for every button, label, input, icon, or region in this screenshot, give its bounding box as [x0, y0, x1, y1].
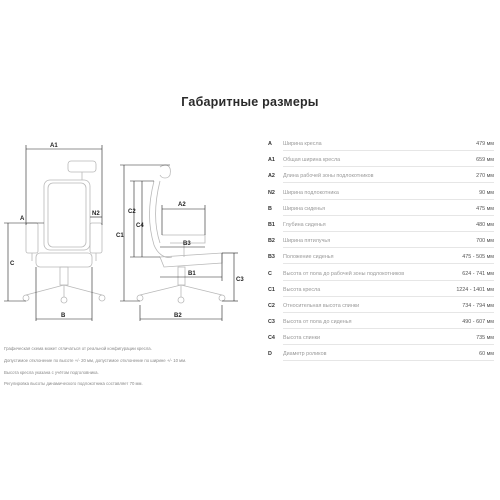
spec-row: A2 Длина рабочей зоны подлокотников 270 мм: [262, 173, 494, 189]
spec-label: Ширина пятилучья: [283, 238, 331, 245]
spec-leader-line: [283, 328, 494, 330]
spec-code: B1: [268, 221, 275, 228]
spec-row: C1 Высота кресла 1224 - 1401 мм: [262, 287, 494, 303]
spec-row: A Ширина кресла 479 мм: [262, 141, 494, 157]
spec-code: B: [268, 205, 272, 212]
spec-code: C4: [268, 335, 275, 342]
spec-row: C4 Высота спинки 735 мм: [262, 335, 494, 351]
spec-row: B2 Ширина пятилучья 700 мм: [262, 238, 494, 254]
label-b2: B2: [174, 313, 182, 319]
spec-label: Положение сиденья: [283, 254, 334, 261]
spec-leader-line: [283, 279, 494, 281]
spec-leader-line: [283, 150, 494, 151]
spec-row: C Высота от пола до рабочей зоны подлокот…: [262, 271, 494, 287]
dimension-labels: A1 N2 A C B C2 C4 C1 A2 B3 B1 C3 B2: [10, 143, 244, 319]
spec-leader-line: [283, 230, 494, 232]
label-b1: B1: [188, 271, 196, 277]
spec-row: B Ширина сиденья 475 мм: [262, 206, 494, 222]
spec-row: B1 Глубина сиденья 480 мм: [262, 222, 494, 238]
spec-value: 475 - 505 мм: [462, 254, 494, 261]
note: Допустимое отклонение по высоте +/- 20 м…: [4, 357, 187, 363]
spec-value: 1224 - 1401 мм: [456, 286, 494, 293]
spec-code: A1: [268, 157, 275, 164]
note: Высота кресла указана с учётом подголовн…: [4, 369, 99, 375]
note: Регулировка высоты динамического подлоко…: [4, 381, 143, 387]
dimensions-diagram: A1 N2 A C B C2 C4 C1 A2 B3 B1 C3 B2: [4, 143, 244, 321]
spec-value: 479 мм: [476, 141, 494, 147]
spec-value: 735 мм: [476, 335, 494, 342]
spec-value: 90 мм: [479, 189, 494, 196]
spec-code: A2: [268, 173, 275, 180]
spec-code: C1: [268, 286, 275, 293]
spec-value: 734 - 794 мм: [462, 302, 494, 309]
notes: Графическая схема может отличаться от ре…: [4, 346, 244, 393]
spec-row: N2 Ширина подлокотника 90 мм: [262, 190, 494, 206]
label-c3: C3: [236, 277, 244, 283]
spec-code: C: [268, 270, 272, 277]
spec-code: C3: [268, 319, 275, 326]
label-c: C: [10, 261, 15, 267]
spec-leader-line: [283, 247, 494, 249]
label-c2: C2: [128, 209, 136, 215]
side-view-chair: [136, 164, 226, 304]
spec-leader-line: [283, 295, 494, 297]
spec-value: 270 мм: [476, 173, 494, 180]
page-title: Габаритные размеры: [181, 95, 319, 109]
spec-code: B3: [268, 254, 275, 261]
label-b3: B3: [183, 241, 191, 247]
spec-code: C2: [268, 302, 275, 309]
spec-label: Глубина сиденья: [283, 221, 326, 228]
spec-leader-line: [283, 198, 494, 200]
spec-row: C2 Относительная высота спинки 734 - 794 м…: [262, 303, 494, 319]
spec-value: 480 мм: [476, 221, 494, 228]
label-a1: A1: [50, 143, 58, 149]
spec-row: B3 Положение сиденья 475 - 505 мм: [262, 254, 494, 270]
spec-label: Ширина кресла: [283, 141, 322, 147]
spec-label: Высота от пола до рабочей зоны подлокотн…: [283, 270, 405, 277]
spec-value: 60 мм: [479, 351, 494, 358]
label-a: A: [20, 216, 25, 222]
spec-value: 475 мм: [476, 205, 494, 212]
spec-code: D: [268, 351, 272, 358]
spec-label: Высота спинки: [283, 335, 320, 342]
spec-value: 659 мм: [476, 157, 494, 164]
label-c1: C1: [116, 233, 124, 239]
spec-label: Диаметр роликов: [283, 351, 327, 358]
spec-leader-line: [283, 344, 494, 346]
spec-leader-line: [283, 182, 494, 184]
label-n2: N2: [92, 211, 100, 217]
spec-label: Ширина сиденья: [283, 205, 325, 212]
spec-value: 624 - 741 мм: [462, 270, 494, 277]
spec-code: N2: [268, 189, 275, 196]
spec-code: A: [268, 141, 272, 147]
spec-label: Ширина подлокотника: [283, 189, 339, 196]
specs-table: A Ширина кресла 479 мм A1 Общая ширина крес…: [262, 141, 494, 368]
spec-leader-line: [283, 360, 494, 362]
label-b: B: [61, 313, 66, 319]
spec-label: Высота кресла: [283, 286, 321, 293]
spec-leader-line: [283, 263, 494, 265]
spec-label: Общая ширина кресла: [283, 157, 341, 164]
spec-leader-line: [283, 166, 494, 168]
front-view-chair: [22, 160, 106, 304]
spec-label: Относительная высота спинки: [283, 302, 360, 309]
spec-leader-line: [283, 214, 494, 216]
spec-label: Длина рабочей зоны подлокотников: [283, 173, 374, 180]
spec-row: A1 Общая ширина кресла 659 мм: [262, 157, 494, 173]
note: Графическая схема может отличаться от ре…: [4, 346, 152, 351]
spec-value: 700 мм: [476, 238, 494, 245]
label-a2: A2: [178, 202, 186, 208]
spec-row: D Диаметр роликов 60 мм: [262, 351, 494, 367]
spec-value: 490 - 607 мм: [462, 319, 494, 326]
spec-row: C3 Высота от пола до сиденья 490 - 607 мм: [262, 319, 494, 335]
dimension-lines: [4, 145, 238, 321]
spec-code: B2: [268, 238, 275, 245]
spec-leader-line: [283, 311, 494, 313]
label-c4: C4: [136, 223, 144, 229]
spec-label: Высота от пола до сиденья: [283, 319, 352, 326]
